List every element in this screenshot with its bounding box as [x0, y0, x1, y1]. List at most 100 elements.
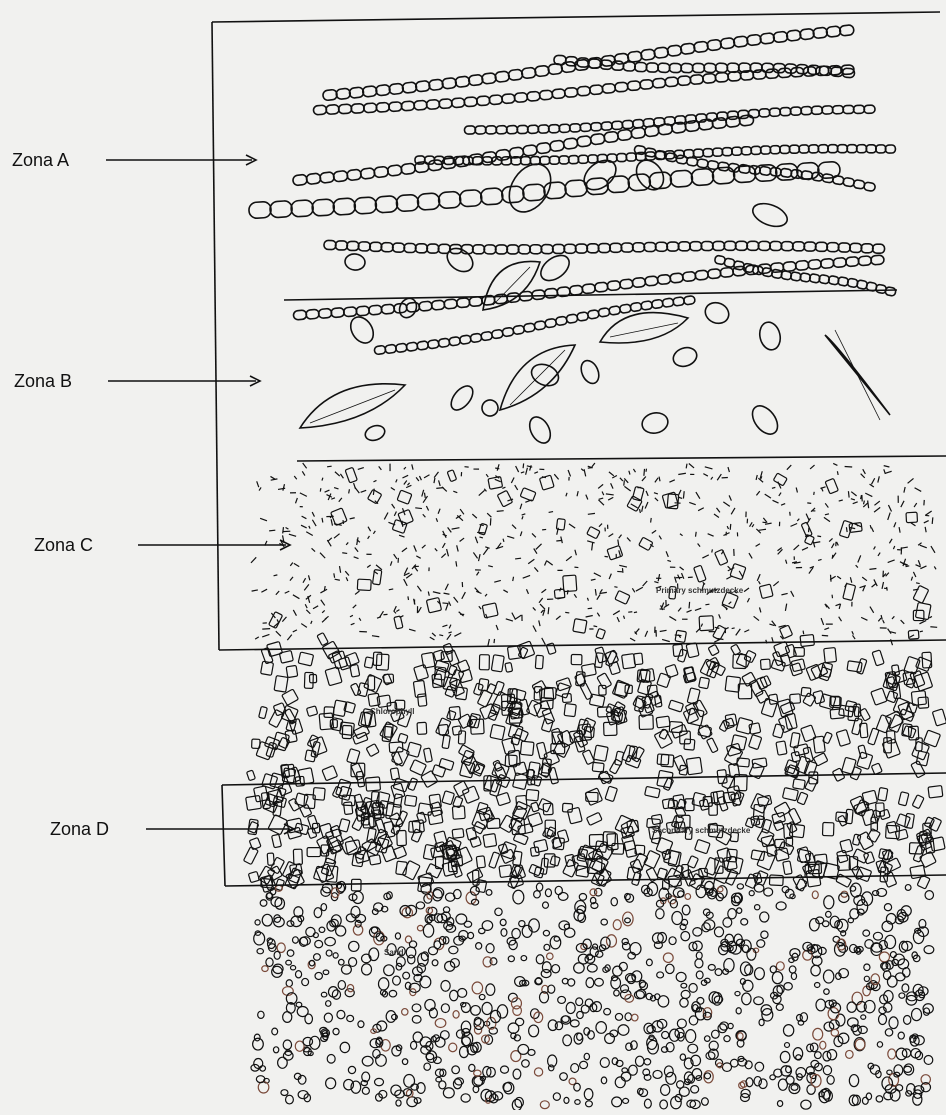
particle-cell	[366, 744, 379, 757]
particle-dash	[426, 506, 428, 511]
diatom-cell	[346, 313, 378, 347]
filament-cell	[838, 243, 850, 252]
filament-cell	[843, 177, 855, 187]
particle-dash	[282, 617, 286, 622]
particle-dash	[678, 473, 686, 474]
particle-dash	[914, 503, 917, 507]
particle-cell	[536, 742, 547, 759]
particle-dash	[703, 474, 708, 476]
particle-cell	[871, 763, 882, 775]
sand-grain	[708, 965, 715, 971]
particle-cell	[539, 475, 554, 490]
particle-dash	[837, 576, 841, 579]
particle-dash	[454, 633, 461, 637]
particle-dash	[521, 472, 524, 473]
sand-grain	[586, 978, 594, 988]
sand-grain	[785, 1043, 790, 1048]
particle-cell	[262, 774, 278, 790]
particle-dash	[609, 574, 611, 579]
particle-dash	[732, 628, 735, 629]
filament-cell	[375, 84, 390, 96]
sand-grain	[406, 905, 417, 915]
particle-dash	[822, 635, 828, 636]
particle-dash	[422, 545, 426, 548]
filament-cell	[760, 33, 775, 45]
filament-cell	[324, 240, 336, 249]
filament-cell	[318, 308, 332, 318]
chlorophyll-label: Chlorophyll	[370, 707, 414, 716]
sand-grain	[677, 1019, 686, 1028]
filament-cell	[459, 335, 471, 345]
particle-cell	[800, 635, 814, 647]
sand-grain	[548, 1020, 557, 1031]
particle-dash	[756, 544, 760, 547]
sand-grain	[476, 943, 482, 950]
sand-grain	[858, 1026, 867, 1033]
particle-dash	[874, 546, 876, 549]
filament-cell	[789, 145, 799, 153]
particle-dash	[889, 539, 892, 543]
particle-cell	[776, 741, 787, 755]
particle-dash	[320, 488, 321, 491]
sand-grain	[680, 998, 688, 1007]
sand-grain	[584, 1053, 589, 1060]
filament-cell	[578, 155, 588, 163]
sand-grain	[596, 1022, 606, 1034]
sand-grain	[640, 982, 648, 990]
sand-grain	[389, 990, 397, 997]
particle-dash	[705, 467, 713, 469]
particle-dash	[277, 619, 279, 622]
sand-grain	[464, 921, 472, 927]
filament-cell	[871, 255, 885, 265]
filament-cell	[417, 193, 440, 210]
particle-dash	[584, 469, 586, 476]
particle-dash	[251, 557, 256, 563]
particle-cell	[246, 795, 262, 810]
filament-cell	[312, 199, 335, 216]
particle-dash	[526, 589, 528, 594]
sand-grain	[724, 1036, 730, 1042]
particle-cell	[813, 753, 828, 766]
sand-grain	[770, 966, 776, 973]
particle-dash	[913, 572, 915, 577]
particle-dash	[487, 513, 491, 517]
particle-cell	[489, 852, 500, 869]
filament-cell	[885, 145, 895, 153]
particle-cell	[898, 792, 909, 806]
filament-cell	[680, 43, 695, 55]
particle-cell	[538, 798, 552, 812]
particle-dash	[698, 544, 700, 547]
filament-cell	[847, 145, 857, 153]
particle-cell	[836, 730, 850, 747]
filament-cell	[549, 140, 564, 152]
particle-cell	[585, 788, 602, 806]
particle-dash	[646, 491, 648, 496]
filament-cell	[401, 101, 415, 111]
sand-grain	[622, 939, 628, 945]
sand-grain	[332, 990, 340, 999]
filament-cell	[538, 125, 549, 134]
sand-grain	[253, 1038, 264, 1050]
sand-grain	[780, 1051, 790, 1062]
particle-dash	[658, 574, 659, 581]
sand-grain	[522, 1060, 530, 1067]
filament-cell	[717, 162, 729, 172]
sand-grain	[824, 989, 829, 995]
diatom-cell	[578, 154, 621, 195]
sand-grain	[393, 976, 401, 985]
filament-cell	[702, 73, 716, 83]
particle-dash	[850, 577, 851, 582]
sand-grain	[303, 1037, 312, 1045]
particle-cell	[423, 748, 432, 762]
sand-grain	[925, 891, 933, 900]
filament-cell	[451, 98, 465, 108]
filament-cell	[577, 86, 591, 96]
particle-dash	[618, 539, 619, 545]
filament-cell	[799, 28, 814, 40]
particle-dash	[334, 488, 338, 489]
particle-cell	[249, 837, 261, 849]
filament-cell	[635, 62, 647, 72]
filament-cell	[781, 242, 793, 251]
particle-dash	[302, 516, 307, 519]
